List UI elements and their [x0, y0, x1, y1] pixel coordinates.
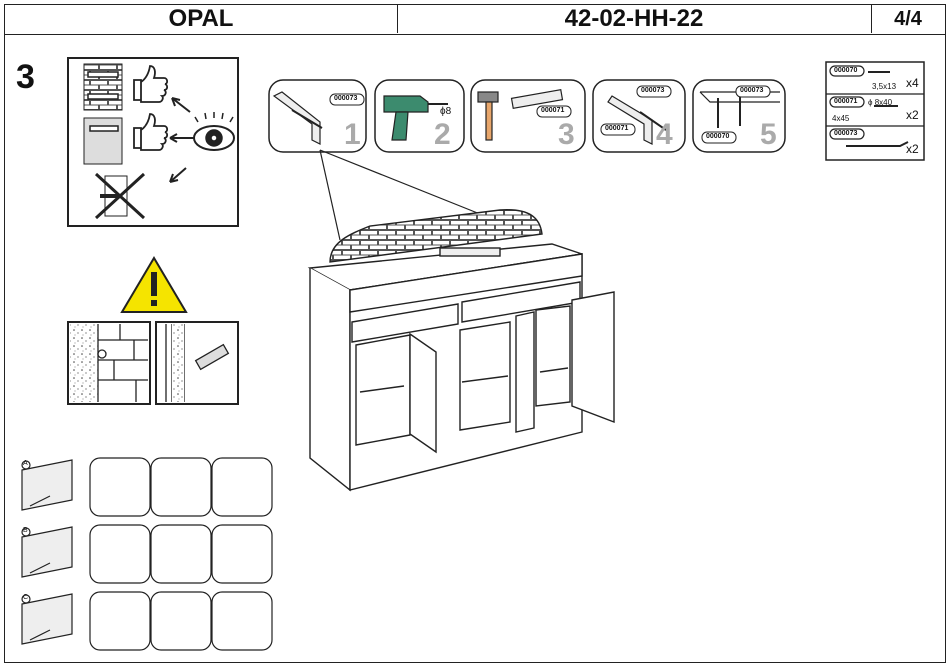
page-frame: OPAL 42-02-HH-22 4/4: [4, 4, 946, 663]
hammer-icon: [477, 89, 564, 141]
bracket-screw-icon: [607, 95, 667, 145]
step-4-number: 4: [656, 118, 673, 151]
hinge-row-a-label: A: [23, 460, 28, 467]
step-1-number: 1: [344, 118, 361, 151]
part-000071-id: 000071: [834, 98, 858, 105]
cabinet-illustration: [307, 209, 615, 492]
part-000070-id: 000070: [834, 67, 858, 74]
step-5-number: 5: [760, 118, 777, 151]
step-2-drill-size: ϕ8: [440, 106, 452, 117]
step-5-part-b: 000070: [706, 133, 730, 140]
eye-icon: [193, 112, 235, 151]
callout-lines: [319, 149, 491, 241]
step-1-part: 000073: [334, 95, 358, 102]
drill-icon: [383, 95, 448, 141]
part-000071-size: ϕ 8x40: [868, 98, 893, 107]
prohibited-icon: [94, 172, 146, 220]
wall-section-details: [67, 321, 239, 405]
title-block: OPAL 42-02-HH-22 4/4: [5, 5, 945, 35]
step-2-number: 2: [434, 118, 451, 151]
hinge-row-c-label: C: [23, 594, 29, 601]
product-name: OPAL: [5, 5, 398, 33]
hinge-adjustment: [21, 457, 273, 651]
part-000071-qty: x2: [906, 108, 919, 122]
page-number: 4/4: [894, 7, 922, 30]
warning-icon: [120, 256, 188, 313]
part-000073-id: 000073: [834, 130, 858, 137]
bracket-icon: [272, 91, 323, 145]
part-000073-qty: x2: [906, 142, 919, 156]
step-3-part: 000071: [541, 107, 565, 114]
step-5-part-a: 000073: [740, 87, 764, 94]
parts-list: [825, 61, 925, 161]
thumbs-up-icon: [133, 65, 169, 103]
part-000070-qty: x4: [906, 76, 919, 90]
step-number: 3: [16, 58, 35, 96]
hinge-row-b-label: B: [23, 527, 28, 534]
thumbs-up-icon: [133, 113, 169, 151]
step-4-part-b: 000071: [605, 125, 629, 132]
step-3-number: 3: [558, 118, 575, 151]
product-code: 42-02-HH-22: [397, 5, 872, 33]
part-000070-size: 3,5x13: [872, 82, 897, 91]
step-4-part-a: 000073: [641, 87, 665, 94]
part-000071-size2: 4x45: [832, 114, 850, 123]
wall-type-guide: [67, 57, 239, 227]
